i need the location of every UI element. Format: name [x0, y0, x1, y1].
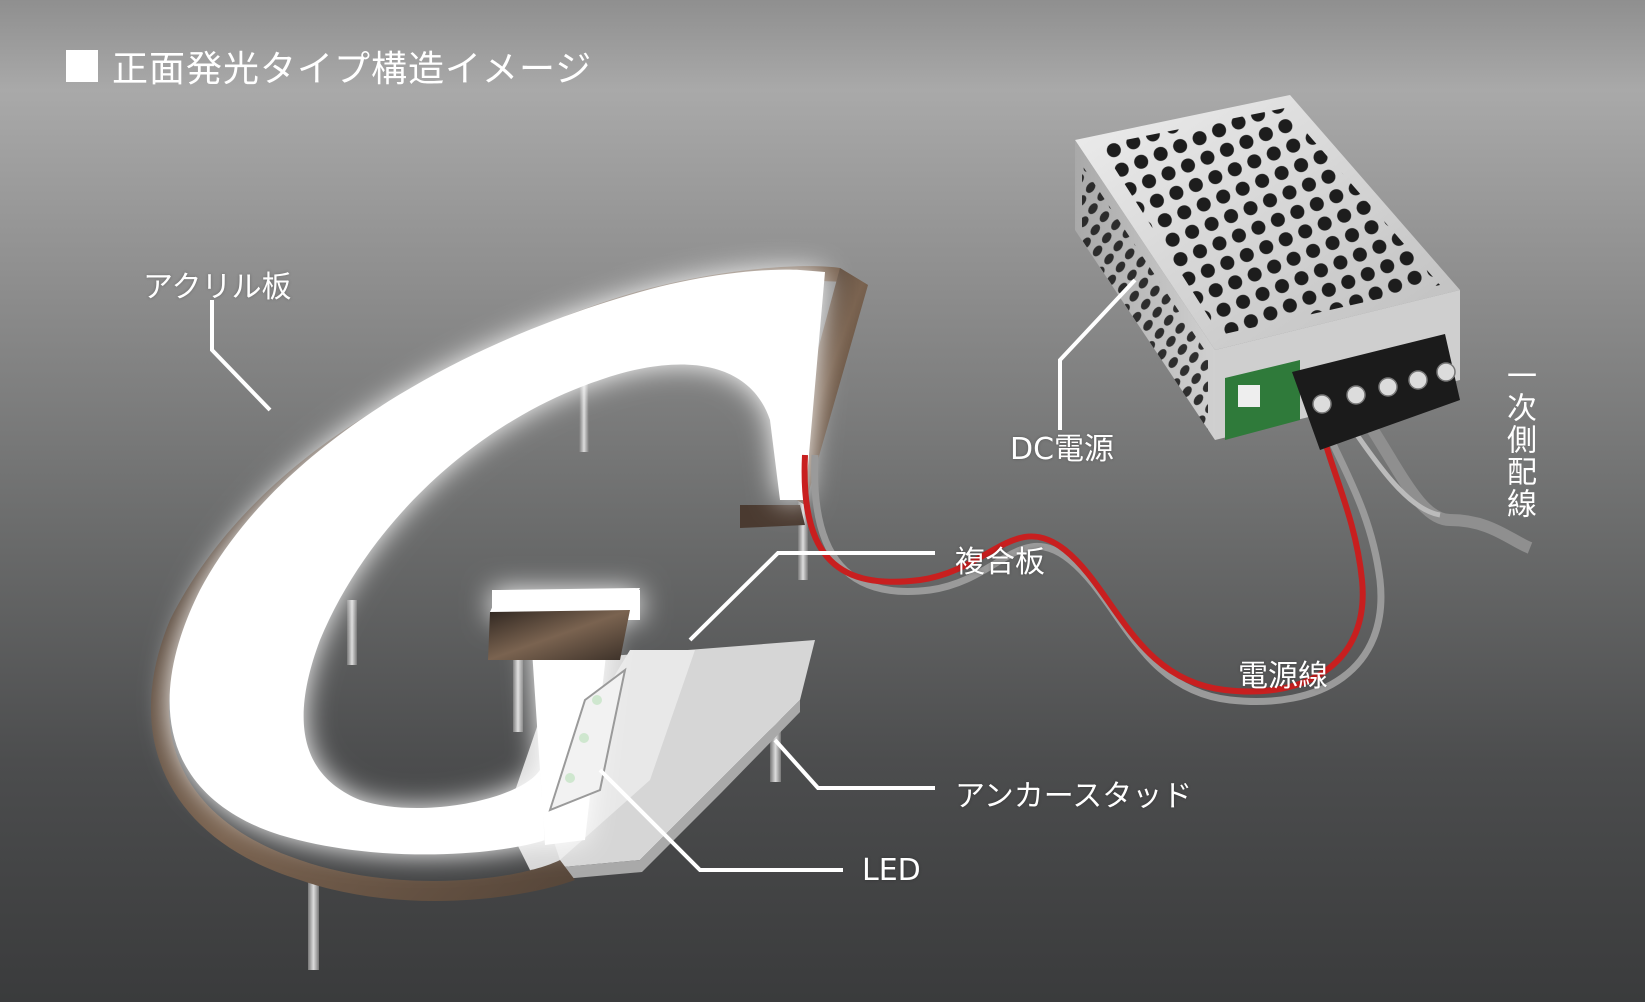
letter-g-spur — [488, 588, 640, 660]
leader-composite — [688, 551, 935, 642]
label-power-cable: 電源線 — [1238, 659, 1328, 694]
leader-acrylic — [210, 300, 272, 412]
label-led: LED — [862, 853, 921, 888]
label-acrylic-plate: アクリル板 — [143, 270, 292, 305]
leader-dc-power — [1058, 278, 1137, 430]
leader-led — [598, 768, 843, 872]
leader-anchor — [773, 738, 935, 790]
page-title-text: 正面発光タイプ構造イメージ — [112, 49, 593, 90]
letter-g-face — [169, 269, 825, 855]
leader-lines — [210, 278, 1137, 872]
dc-power-supply — [1075, 95, 1460, 450]
label-anchor-stud: アンカースタッド — [955, 779, 1193, 814]
power-cables — [801, 406, 1533, 705]
title-bullet-icon — [66, 50, 98, 82]
led-module — [548, 667, 627, 812]
label-dc-power: DC電源 — [1010, 432, 1115, 467]
label-primary-wiring: 一次側配線 — [1501, 360, 1536, 520]
page-title: 正面発光タイプ構造イメージ — [66, 40, 592, 92]
label-composite-plate: 複合板 — [955, 545, 1045, 580]
